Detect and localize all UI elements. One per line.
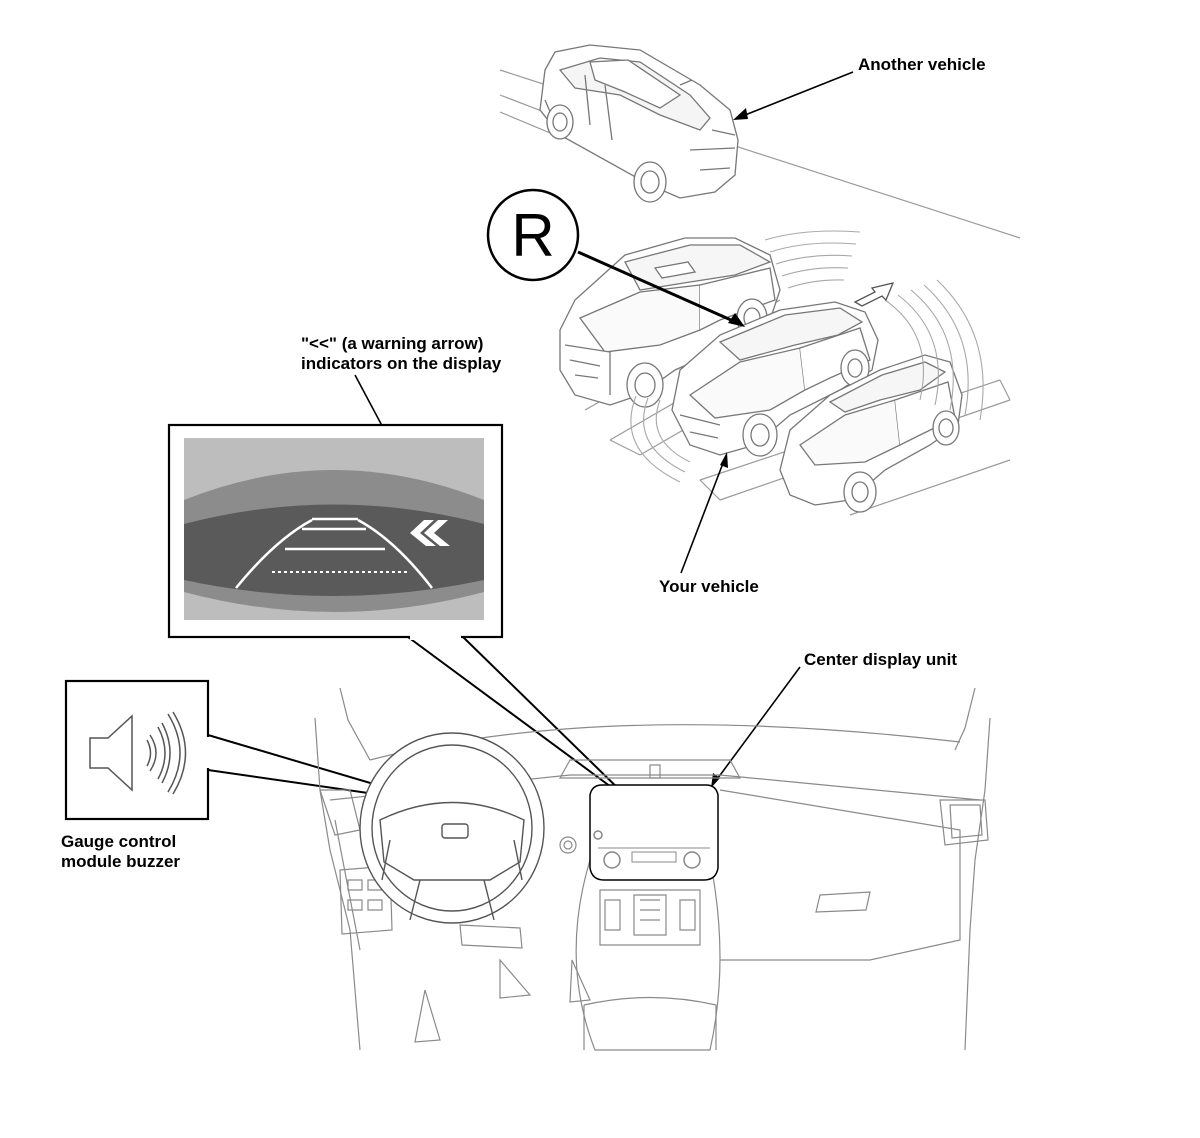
warning-arrow-label-line1: "<<" (a warning arrow) <box>301 334 484 353</box>
double-chevron-left-icon <box>410 520 450 546</box>
right-parked-vehicle <box>779 354 963 513</box>
arrow-up-right-icon <box>853 282 895 307</box>
gauge-buzzer-label-line1: Gauge control <box>61 832 177 851</box>
steering-wheel <box>359 732 545 924</box>
speaker-callout <box>64 679 439 821</box>
your-vehicle-label: Your vehicle <box>659 577 759 596</box>
center-display-label: Center display unit <box>804 650 958 669</box>
gauge-buzzer-label: Gauge control module buzzer <box>61 832 180 872</box>
another-vehicle-label: Another vehicle <box>858 55 986 74</box>
center-display-unit <box>589 784 719 881</box>
display-callout <box>167 423 629 799</box>
guide-lines <box>235 517 433 589</box>
speaker-icon <box>89 711 187 795</box>
another-vehicle <box>539 44 739 203</box>
dashboard <box>314 687 991 1051</box>
gear-indicator-circle <box>486 188 580 282</box>
gear-r-letter: R <box>511 201 555 269</box>
warning-arrow-label-line2: indicators on the display <box>301 354 502 373</box>
gauge-buzzer-label-line2: module buzzer <box>61 852 181 871</box>
your-vehicle <box>671 301 879 457</box>
sensor-waves <box>630 230 984 483</box>
warning-arrow-label: "<<" (a warning arrow) indicators on the… <box>301 334 501 374</box>
